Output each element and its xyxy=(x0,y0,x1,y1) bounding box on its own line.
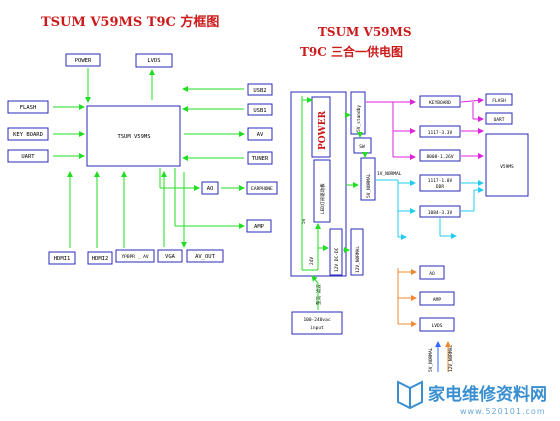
left-hdmi1-label: HDMI1 xyxy=(54,256,71,262)
left-keyboard-label: KEY BOARD xyxy=(13,132,43,138)
right-keyboard-box xyxy=(419,95,461,108)
left-power-label: POWER xyxy=(75,58,92,64)
right-input-sub: input xyxy=(310,325,324,331)
watermark-url: www.520101.com xyxy=(460,407,546,416)
left-title: TSUM V59MS T9C 方框图 xyxy=(41,14,219,30)
left-amp-label: AMP xyxy=(254,224,265,230)
left-usb2-box xyxy=(247,83,273,96)
watermark: 家电维修资料网 www.520101.com xyxy=(397,380,547,416)
right-ao-box xyxy=(419,265,445,280)
left-usb1-box xyxy=(247,103,273,116)
right-standby-label: 5V_standby xyxy=(356,105,362,132)
left-ypbpr-label: YPBPR _ AV xyxy=(121,254,148,260)
right-led-box xyxy=(313,159,331,223)
left-avout-box xyxy=(186,249,224,263)
right-1117-33-label: 1117-3.3V xyxy=(428,130,453,136)
right-legend-2: 12V_NORMAL xyxy=(448,345,454,372)
right-5v-line-label: 5V xyxy=(301,218,307,224)
right-legend-1: 5V_NORMAL xyxy=(428,347,434,372)
right-1117-33-box xyxy=(419,125,461,138)
left-hdmi1-box xyxy=(48,251,76,265)
left-hdmi2-box xyxy=(87,251,113,265)
right-24v-line-label: 24V xyxy=(309,257,315,265)
right-power-label: POWER xyxy=(318,110,328,150)
right-normal12-box xyxy=(350,228,364,276)
right-input-box xyxy=(291,311,343,335)
right-lvds-box xyxy=(419,317,455,332)
left-main-box xyxy=(86,105,181,167)
right-soc-label: V59MS xyxy=(500,164,514,170)
left-connections xyxy=(53,68,245,248)
left-earphone-label: EARPHONE xyxy=(251,186,273,192)
right-1vnormal-line-label: 1V_NORMAL xyxy=(377,171,402,177)
left-usb1-label: USB1 xyxy=(253,108,266,114)
right-uart-box xyxy=(485,112,513,125)
right-dcdc-box xyxy=(329,228,343,276)
right-input-label: 100-240vac xyxy=(303,317,330,323)
right-amp-label: AMP xyxy=(433,297,441,303)
right-led-label: LED灯背驱动板 xyxy=(319,183,326,214)
left-av-box xyxy=(247,127,273,141)
right-ao-label: AO xyxy=(429,271,435,277)
left-av-label: AV xyxy=(257,132,264,138)
left-uart-label: UART xyxy=(21,154,35,160)
right-normal12-label: 12V_NORMAL xyxy=(355,246,361,273)
watermark-book-icon xyxy=(397,380,423,410)
left-tuner-box xyxy=(247,151,273,165)
left-lvds-box xyxy=(135,53,173,68)
right-1117-18-label: 1117-1.8V xyxy=(428,178,453,184)
left-flash-box xyxy=(7,100,49,114)
right-8008-box xyxy=(419,149,461,162)
left-keyboard-box xyxy=(7,127,49,141)
right-1084-box xyxy=(419,205,461,218)
left-amp-box xyxy=(246,219,272,233)
left-power-box xyxy=(65,53,101,67)
right-sw-label: SW xyxy=(359,144,365,150)
right-flash-box xyxy=(485,93,513,106)
right-power-box xyxy=(311,96,331,158)
right-title-line2: T9C 三合一供电图 xyxy=(300,44,403,59)
right-1117-18-box xyxy=(419,174,461,192)
right-dcdc-label: 12V DC-DC xyxy=(334,247,340,272)
right-normal-box xyxy=(360,157,376,201)
right-uart-label: UART xyxy=(494,117,505,123)
left-ao-label: AO xyxy=(207,186,214,192)
left-ao-box xyxy=(201,181,219,195)
right-amp-box xyxy=(419,291,455,306)
right-flash-label: FLASH xyxy=(492,98,506,104)
right-1084-label: 1084-3.3V xyxy=(428,210,453,216)
left-avout-label: AV_OUT xyxy=(195,254,216,260)
left-main-label: TSUM V59MS xyxy=(117,134,150,140)
left-earphone-box xyxy=(246,181,278,195)
left-uart-box xyxy=(7,149,49,163)
left-lvds-label: LVDS xyxy=(147,58,160,64)
left-vga-label: VGA xyxy=(165,254,176,260)
left-hdmi2-label: HDMI2 xyxy=(92,256,109,262)
left-flash-label: FLASH xyxy=(20,105,37,111)
right-8008-label: 8008-1.26V xyxy=(426,154,453,160)
right-connections xyxy=(301,96,484,372)
left-vga-box xyxy=(157,249,183,263)
right-soc-box xyxy=(485,133,529,197)
left-usb2-label: USB2 xyxy=(253,88,266,94)
left-ypbpr-box xyxy=(115,249,155,263)
right-keyboard-label: KEYBOARD xyxy=(429,100,451,106)
left-tuner-label: TUNER xyxy=(252,156,269,162)
right-normal-label: 5V_NORMAL xyxy=(366,173,372,198)
right-ddr-label: DDR xyxy=(436,184,444,190)
watermark-text: 家电维修资料网 xyxy=(428,384,547,405)
right-lvds-label: LVDS xyxy=(432,323,443,329)
right-title-line1: TSUM V59MS xyxy=(318,25,411,39)
